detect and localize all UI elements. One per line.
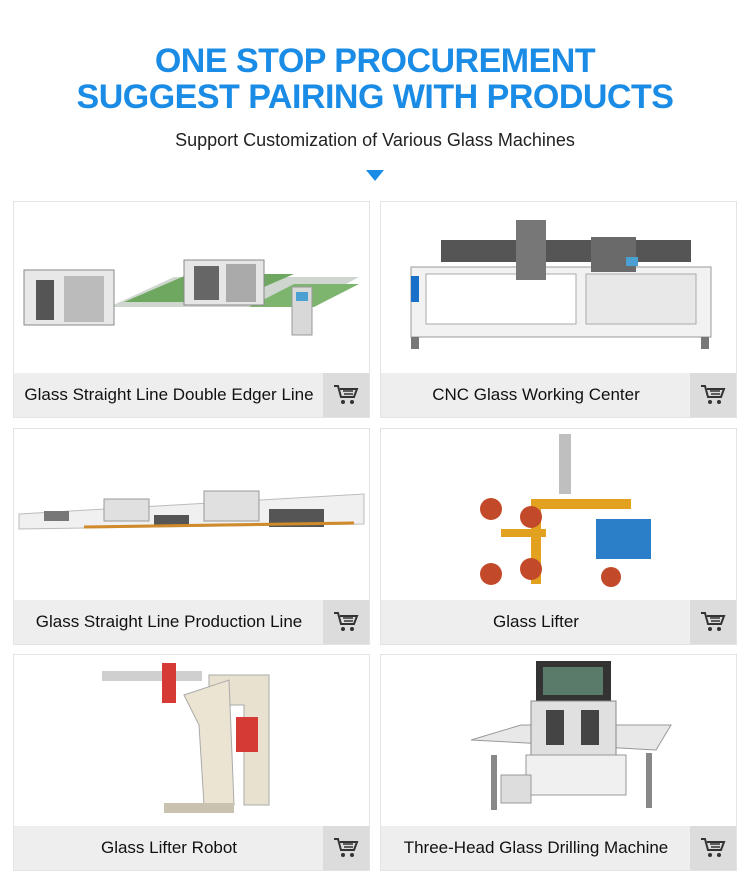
product-card-cnc-center[interactable]: CNC Glass Working Center (380, 201, 737, 418)
cnc-working-center-image (381, 202, 736, 374)
add-to-cart-button[interactable] (323, 826, 369, 870)
product-card-production-line[interactable]: Glass Straight Line Production Line (13, 428, 370, 645)
product-label-bar: CNC Glass Working Center (381, 373, 736, 417)
cart-icon (701, 385, 726, 404)
section-header: ONE STOP PROCUREMENT SUGGEST PAIRING WIT… (0, 0, 750, 200)
subtitle: Support Customization of Various Glass M… (175, 130, 575, 150)
cart-icon (334, 385, 359, 404)
add-to-cart-button[interactable] (690, 826, 736, 870)
add-to-cart-button[interactable] (323, 373, 369, 417)
product-label-bar: Glass Straight Line Production Line (14, 600, 369, 644)
cart-icon (334, 612, 359, 631)
product-card-glass-lifter[interactable]: Glass Lifter (380, 428, 737, 645)
product-label-bar: Glass Straight Line Double Edger Line (14, 373, 369, 417)
title-line-2: SUGGEST PAIRING WITH PRODUCTS (76, 78, 674, 116)
product-card-double-edger[interactable]: Glass Straight Line Double Edger Line (13, 201, 370, 418)
glass-lifter-image (381, 429, 736, 601)
title-line-1: ONE STOP PROCUREMENT (154, 42, 596, 80)
product-name[interactable]: Glass Lifter Robot (100, 838, 238, 857)
product-name[interactable]: Glass Straight Line Production Line (35, 612, 303, 631)
cart-icon (334, 838, 359, 857)
product-label-bar: Glass Lifter Robot (14, 826, 369, 870)
product-name[interactable]: Three-Head Glass Drilling Machine (403, 838, 669, 857)
product-name[interactable]: Glass Lifter (493, 612, 579, 631)
product-card-drilling-machine[interactable]: Three-Head Glass Drilling Machine (380, 654, 737, 871)
production-line-image (14, 429, 369, 601)
cart-icon (701, 612, 726, 631)
product-label-bar: Glass Lifter (381, 600, 736, 644)
drilling-machine-image (381, 655, 736, 827)
lifter-robot-image (14, 655, 369, 827)
product-label-bar: Three-Head Glass Drilling Machine (381, 826, 736, 870)
double-edger-line-image (14, 202, 369, 374)
cart-icon (701, 838, 726, 857)
down-arrow-icon (366, 170, 384, 181)
product-card-lifter-robot[interactable]: Glass Lifter Robot (13, 654, 370, 871)
product-name[interactable]: Glass Straight Line Double Edger Line (24, 385, 314, 404)
product-name[interactable]: CNC Glass Working Center (432, 385, 640, 404)
add-to-cart-button[interactable] (690, 373, 736, 417)
add-to-cart-button[interactable] (323, 600, 369, 644)
add-to-cart-button[interactable] (690, 600, 736, 644)
